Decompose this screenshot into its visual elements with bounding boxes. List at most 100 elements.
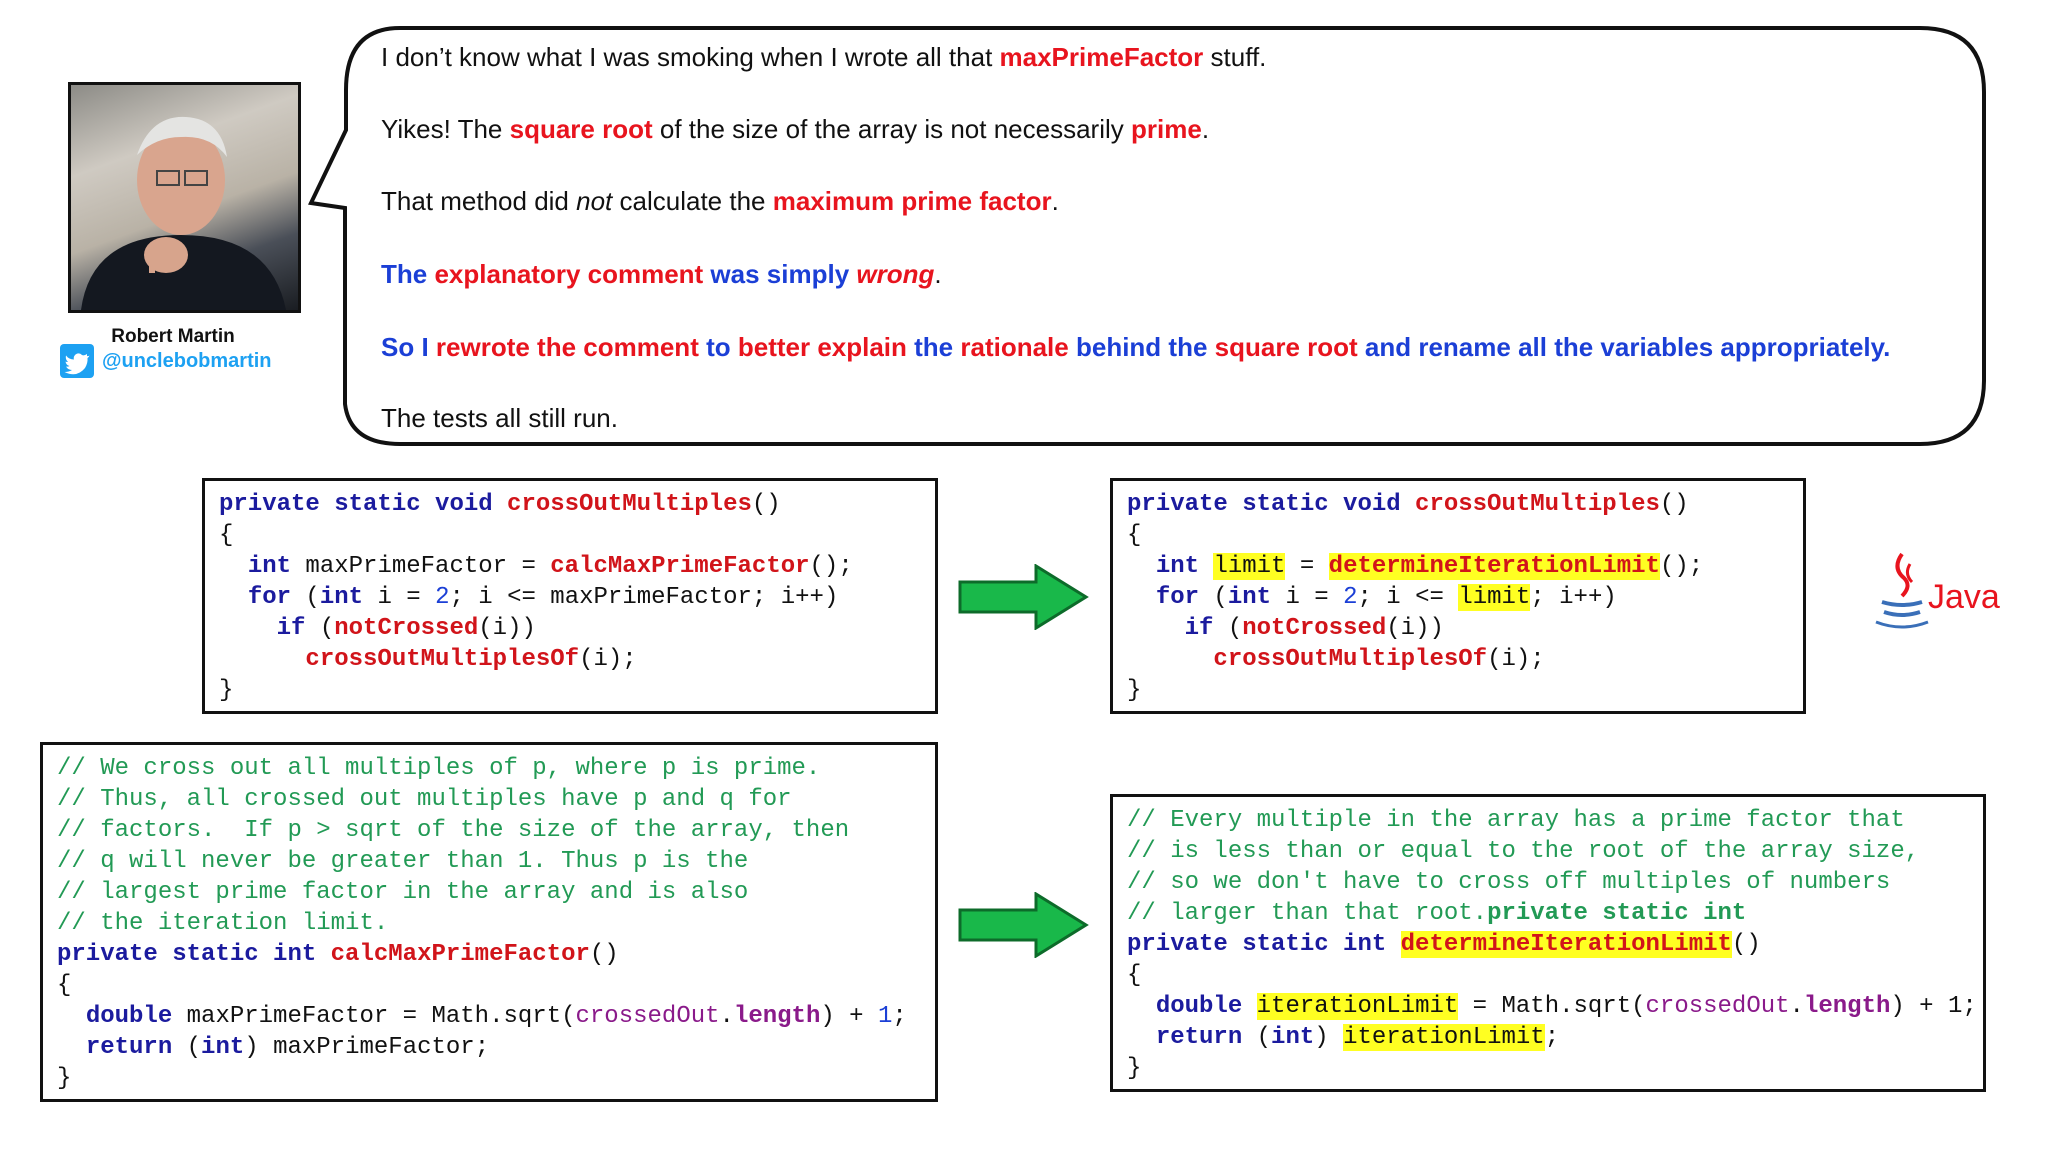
text: better explain (737, 332, 907, 362)
code-token: = (1285, 553, 1329, 580)
code-block: // We cross out all multiples of p, wher… (57, 753, 907, 1094)
code-token: notCrossed (1242, 615, 1387, 642)
code-token: private static int (1127, 931, 1401, 958)
text: square root (509, 114, 653, 144)
text: prime (1131, 114, 1202, 144)
text: the (906, 332, 961, 362)
author-name: Robert Martin (111, 326, 235, 347)
code-token: crossedOut (1645, 993, 1790, 1020)
code-token: maxPrimeFactor = Math.sqrt( (172, 1003, 576, 1030)
bubble-line-6: The tests all still run. (381, 403, 618, 433)
code-block: private static void crossOutMultiples() … (1127, 489, 1703, 706)
code-token: } (1127, 677, 1142, 704)
code-token: private static void (219, 491, 508, 518)
code-token: int (1227, 584, 1272, 611)
code-box-comment-after: // Every multiple in the array has a pri… (1110, 794, 1986, 1092)
bubble-line-4: The explanatory comment was simply wrong… (381, 259, 942, 290)
code-token: { (1127, 962, 1142, 989)
code-token: crossOutMultiplesOf (1213, 646, 1488, 673)
code-token: ( (1199, 584, 1228, 611)
code-token: double (1155, 993, 1243, 1020)
code-token: iterationLimit (1343, 1024, 1545, 1051)
code-token: (); (1659, 553, 1704, 580)
code-token: private static int (57, 941, 331, 968)
code-token: { (57, 972, 72, 999)
code-token: if (1184, 615, 1214, 642)
code-token: { (1127, 522, 1142, 549)
code-token: if (276, 615, 306, 642)
right-arrow-icon (958, 564, 1089, 630)
code-token: } (57, 1065, 72, 1092)
code-token: length (733, 1003, 821, 1030)
code-token: ; (892, 1003, 907, 1030)
code-token: ( (1213, 615, 1243, 642)
code-token: return (85, 1034, 173, 1061)
bubble-line-3: That method did not calculate the maximu… (381, 186, 1059, 217)
text: behind the (1068, 332, 1215, 362)
twitter-handle[interactable]: @unclebobmartin (102, 350, 272, 372)
code-token: . (719, 1003, 734, 1030)
code-token: ( (305, 615, 335, 642)
code-token: calcMaxPrimeFactor (330, 941, 590, 968)
code-token: length (1803, 993, 1891, 1020)
code-token: ( (1242, 1024, 1272, 1051)
bubble-line-2: Yikes! The square root of the size of th… (381, 114, 1209, 145)
coffee-cup-icon (1875, 552, 1929, 629)
text: . (1201, 114, 1210, 144)
code-block: private static void crossOutMultiples() … (219, 489, 853, 706)
code-token: ; i <= maxPrimeFactor; i++) (449, 584, 839, 611)
text: Yikes! The (381, 114, 510, 144)
code-comment: // so we don't have to cross off multipl… (1127, 869, 1891, 896)
text: explanatory comment (434, 259, 704, 289)
code-token: { (219, 522, 234, 549)
code-comment: // Thus, all crossed out multiples have … (57, 786, 792, 813)
text: That method did (381, 186, 577, 216)
code-block: // Every multiple in the array has a pri… (1127, 805, 1977, 1084)
code-token: (i); (579, 646, 637, 673)
code-token: int (1271, 1024, 1315, 1051)
code-token: (i)) (1386, 615, 1444, 642)
code-token: crossedOut (575, 1003, 720, 1030)
text: So I (381, 332, 436, 362)
text: I don’t know what I was smoking when I w… (381, 42, 1000, 72)
code-token: i = (1271, 584, 1344, 611)
code-token: determineIterationLimit (1328, 553, 1660, 580)
code-token: 2 (435, 584, 450, 611)
code-token: = Math.sqrt( (1458, 993, 1646, 1020)
code-comment: // larger than that root. (1127, 900, 1488, 927)
java-logo-text: Java (1928, 578, 2000, 616)
code-token: ) (1314, 1024, 1344, 1051)
code-token: crossOutMultiples (1415, 491, 1660, 518)
code-comment: // largest prime factor in the array and… (57, 879, 749, 906)
code-token: crossOutMultiples (507, 491, 752, 518)
code-token: limit (1458, 584, 1531, 611)
code-token: ) maxPrimeFactor; (244, 1034, 490, 1061)
code-comment: // q will never be greater than 1. Thus … (57, 848, 749, 875)
code-token: ( (172, 1034, 202, 1061)
code-token: crossOutMultiplesOf (305, 646, 580, 673)
text: . (934, 259, 942, 289)
code-token: ( (291, 584, 320, 611)
code-token: limit (1213, 553, 1286, 580)
code-token: private static void (1127, 491, 1416, 518)
code-token: calcMaxPrimeFactor (550, 553, 810, 580)
code-token: int (1155, 553, 1200, 580)
code-token: } (1127, 1055, 1142, 1082)
code-token: (i)) (478, 615, 536, 642)
text: calculate the (612, 186, 773, 216)
right-arrow-icon (958, 892, 1089, 958)
text: The (381, 259, 435, 289)
code-token: () (1659, 491, 1689, 518)
code-box-before: private static void crossOutMultiples() … (202, 478, 938, 714)
text: of the size of the array is not necessar… (652, 114, 1131, 144)
code-token: () (751, 491, 781, 518)
code-token: ; i++) (1530, 584, 1617, 611)
code-token: for (1155, 584, 1200, 611)
author-photo (68, 82, 301, 313)
code-token: for (247, 584, 292, 611)
code-token: 1 (877, 1003, 893, 1030)
code-token: (i); (1487, 646, 1545, 673)
code-box-after: private static void crossOutMultiples() … (1110, 478, 1806, 714)
code-token: } (219, 677, 234, 704)
